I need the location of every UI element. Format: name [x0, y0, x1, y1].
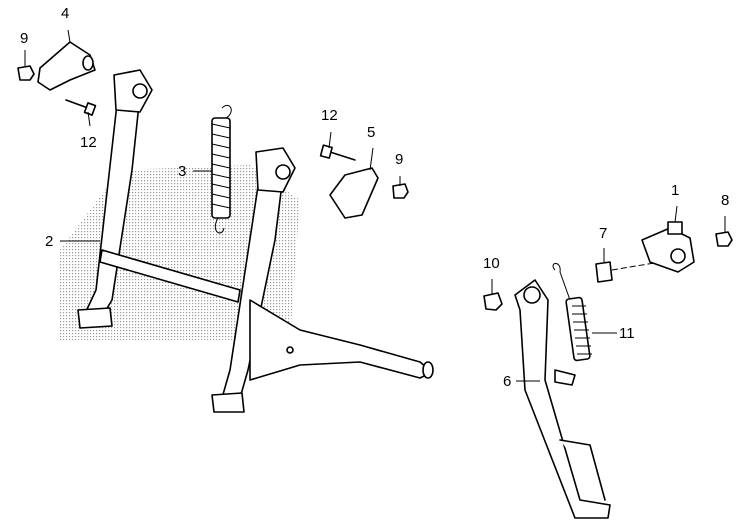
bolt-7 — [595, 261, 613, 283]
bracket-5 — [329, 167, 379, 219]
callout-8: 8 — [721, 192, 730, 209]
callout-11: 11 — [619, 325, 635, 342]
callout-1: 1 — [671, 182, 680, 199]
bolt-12b — [329, 151, 356, 161]
bracket-4 — [37, 41, 96, 91]
callout-6: 6 — [503, 373, 512, 390]
bolt-12 — [65, 99, 89, 109]
callout-12b: 12 — [321, 107, 338, 124]
main-stand — [77, 69, 434, 413]
nut-9b — [392, 183, 409, 199]
callout-4: 4 — [61, 5, 70, 22]
spring-11 — [552, 263, 592, 362]
callout-2: 2 — [45, 233, 54, 250]
callout-3: 3 — [178, 163, 187, 180]
callout-9: 9 — [20, 30, 29, 47]
callout-5: 5 — [367, 124, 376, 141]
side-stand — [514, 279, 611, 519]
nut-10 — [483, 292, 503, 311]
callout-7: 7 — [599, 225, 608, 242]
nut-9 — [17, 65, 35, 81]
nut-8 — [715, 231, 733, 247]
callout-12: 12 — [80, 134, 97, 151]
spring-3 — [211, 104, 232, 234]
callout-9b: 9 — [395, 151, 404, 168]
callout-10: 10 — [483, 255, 500, 272]
